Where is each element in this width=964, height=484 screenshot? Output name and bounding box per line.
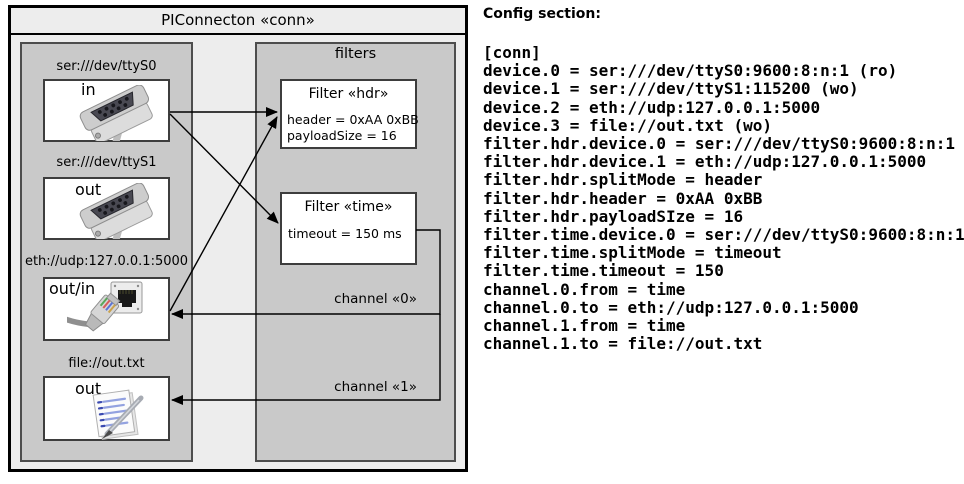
device-box-ttys0: in [43, 79, 170, 142]
filters-panel-title: filters [334, 46, 377, 62]
device-label-eth: eth://udp:127.0.0.1:5000 [24, 254, 189, 269]
device-direction: out [75, 180, 102, 199]
config-body: [conn] device.0 = ser:///dev/ttyS0:9600:… [483, 43, 964, 354]
filter-time-title: Filter «time» [304, 199, 393, 215]
device-box-eth: out/in [43, 277, 170, 341]
channel-0-label: channel «0» [334, 291, 417, 307]
config-heading: Config section: [483, 6, 601, 22]
filter-time-box: Filter «time» timeout = 150 ms [280, 192, 417, 265]
device-box-ttys1: out [43, 177, 170, 240]
ethernet-plug-icon [67, 292, 121, 332]
device-label-ttys0: ser:///dev/ttyS0 [56, 59, 157, 74]
device-direction: out/in [49, 279, 96, 298]
device-label-file: file://out.txt [68, 356, 145, 371]
filter-hdr-box: Filter «hdr» header = 0xAA 0xBB payloadS… [280, 79, 419, 149]
serial-connector-icon [79, 183, 153, 239]
device-direction: in [81, 80, 96, 99]
filter-time-param-timeout: timeout = 150 ms [288, 226, 402, 241]
device-direction: out [75, 379, 102, 398]
device-box-file: out [43, 376, 170, 441]
notepad-pencil-icon [92, 389, 144, 440]
filter-hdr-title: Filter «hdr» [308, 86, 389, 102]
filter-hdr-param-payloadsize: payloadSize = 16 [287, 128, 397, 143]
serial-connector-icon [79, 85, 153, 141]
diagram-title: PIConnecton «conn» [11, 8, 465, 35]
device-label-ttys1: ser:///dev/ttyS1 [56, 155, 157, 170]
channel-1-label: channel «1» [334, 379, 417, 395]
filter-hdr-param-header: header = 0xAA 0xBB [287, 112, 419, 127]
